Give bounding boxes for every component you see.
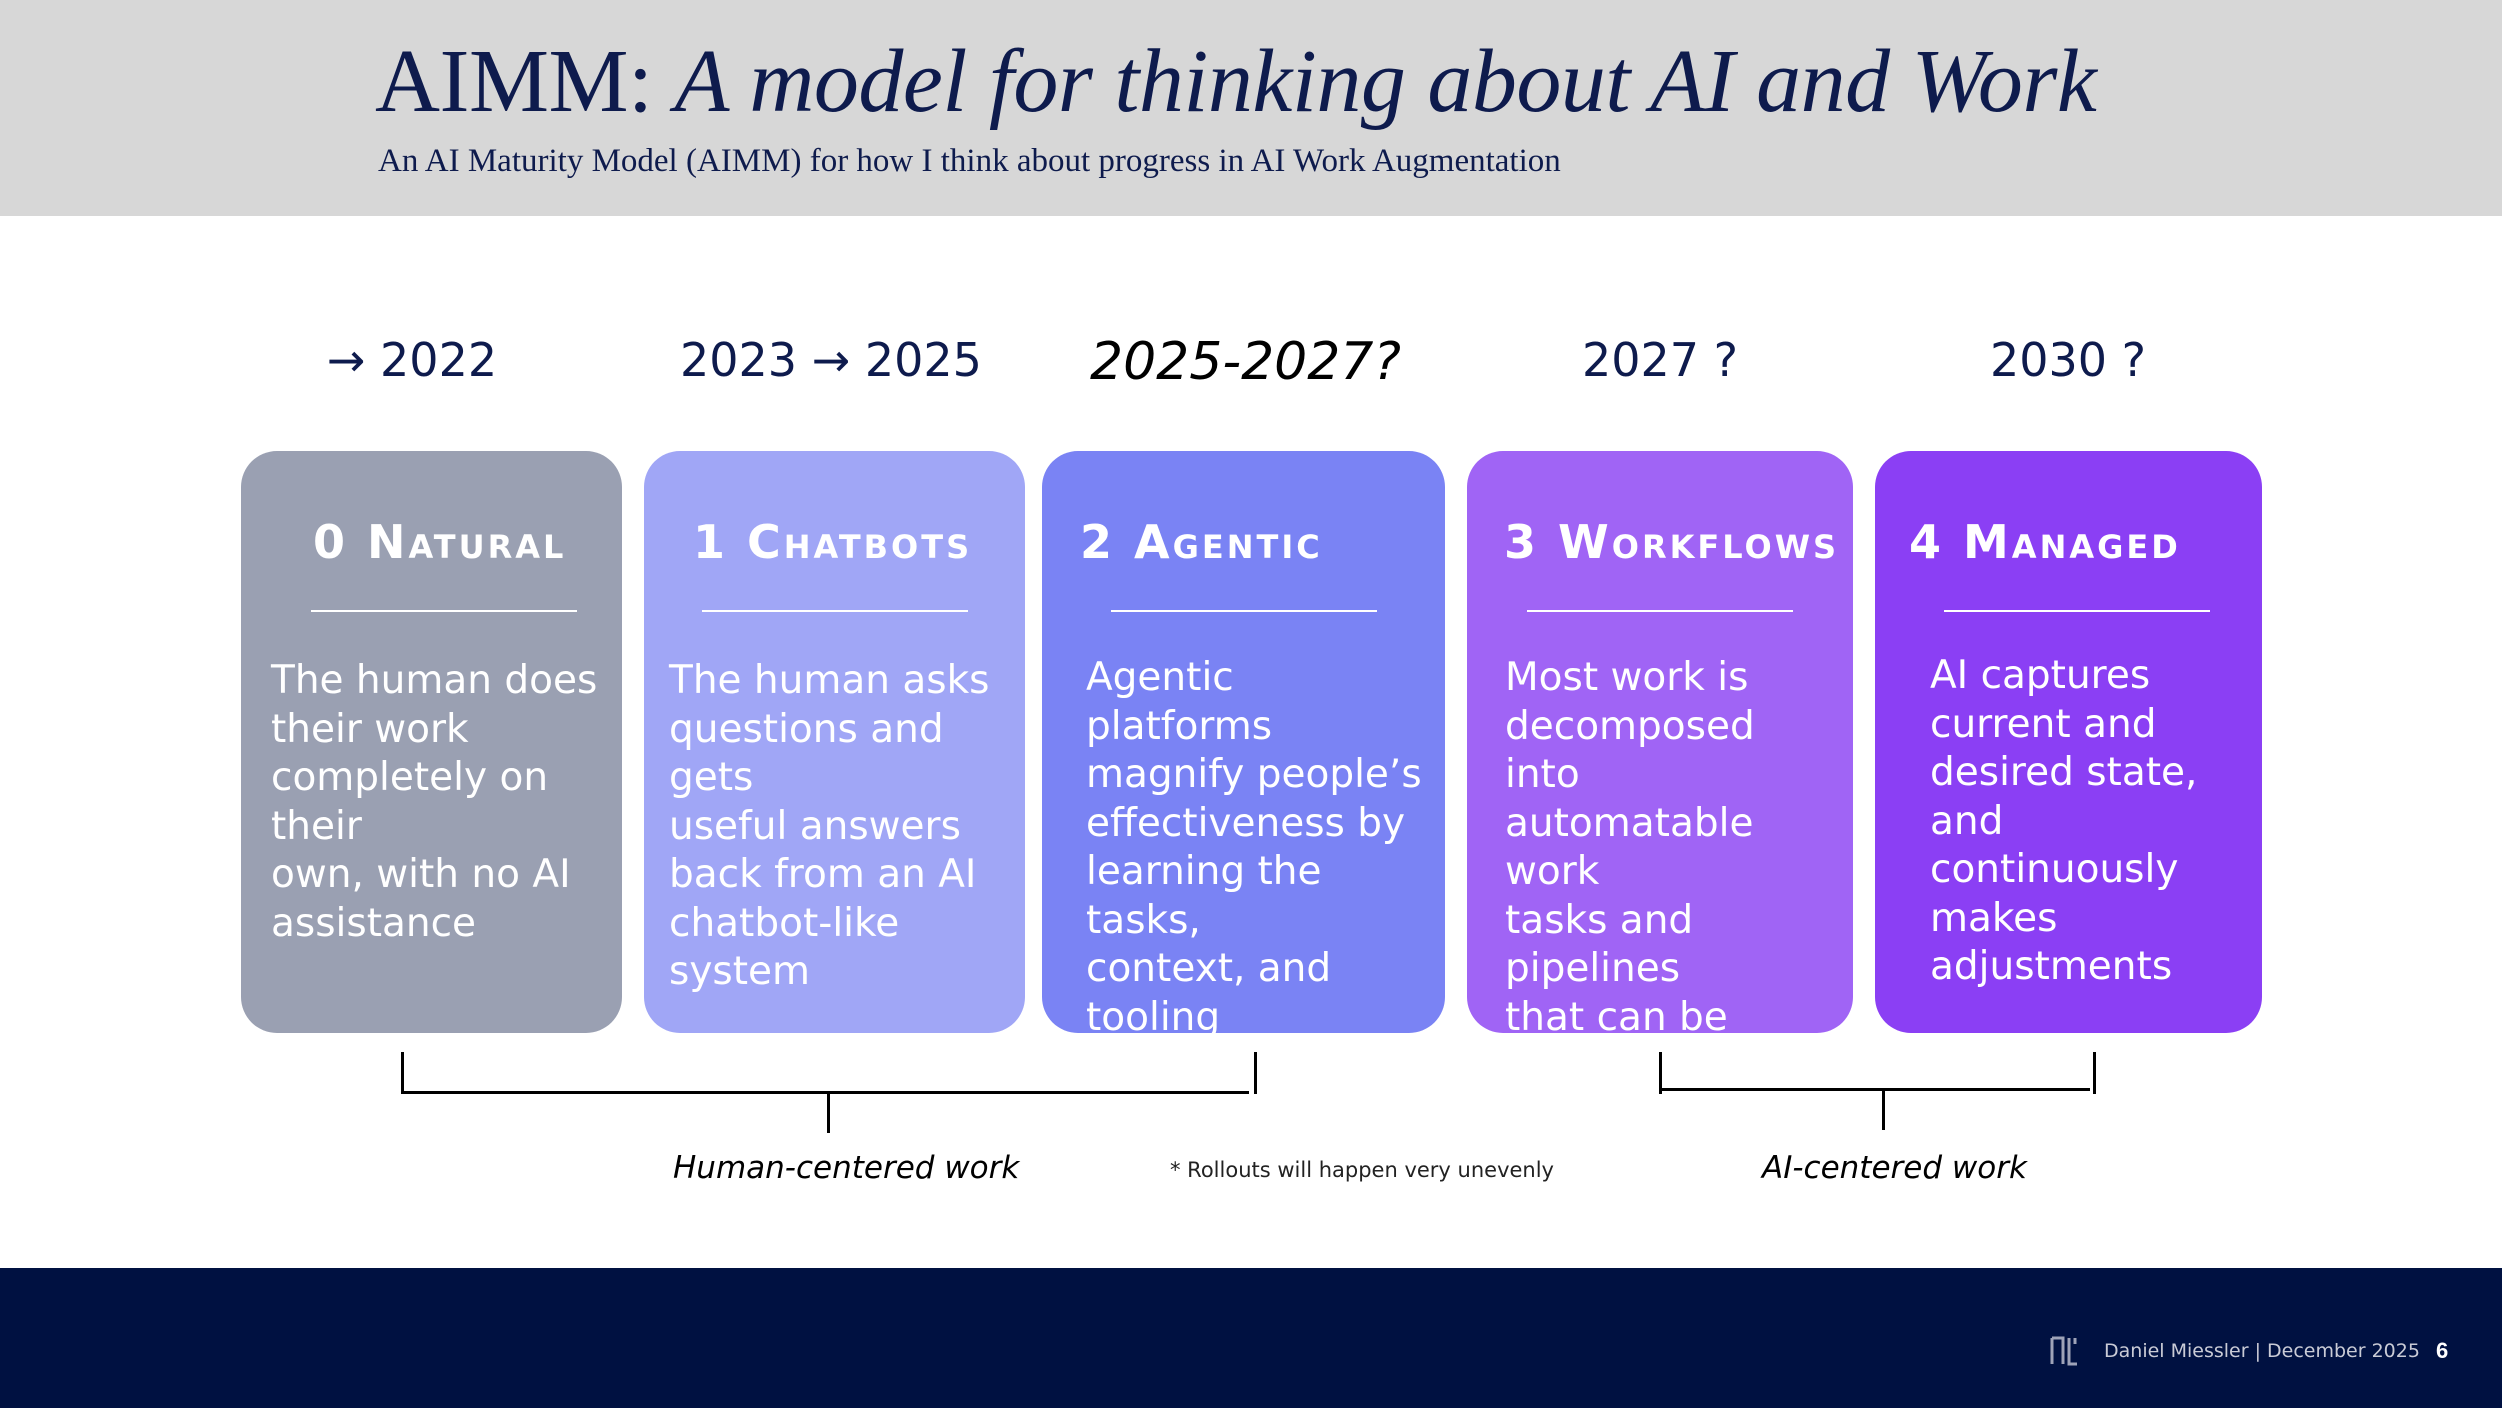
ai-centered-label: AI-centered work	[1762, 1150, 2027, 1186]
human-bracket-bar	[404, 1091, 1249, 1094]
stage-card-chatbots: 1 Chatbots The human asks questions and …	[644, 451, 1025, 1033]
ai-bracket-stem	[1882, 1090, 1885, 1130]
stage-description: Most work is decomposed into automatable…	[1505, 655, 1796, 1137]
footer-band: Daniel Miessler | December 2025 6	[0, 1268, 2502, 1408]
human-bracket-right-tick	[1254, 1052, 1257, 1094]
timeline-label-1: 2023 → 2025	[680, 333, 982, 387]
human-centered-label: Human-centered work	[673, 1150, 1020, 1186]
timeline-label-3: 2027 ?	[1581, 333, 1739, 387]
header-band: AIMM: A model for thinking about AI and …	[0, 0, 2502, 216]
stage-divider	[1111, 610, 1377, 612]
stage-title: 1 Chatbots	[693, 515, 973, 569]
ai-bracket-bar	[1662, 1088, 2090, 1091]
stage-title: 2 Agentic	[1080, 515, 1323, 569]
stage-divider	[1944, 610, 2210, 612]
stage-divider	[702, 610, 968, 612]
timeline-label-0: → 2022	[326, 333, 498, 387]
ai-bracket-left-tick	[1659, 1052, 1662, 1094]
stage-title: 3 Workflows	[1504, 515, 1840, 569]
human-bracket-stem	[827, 1093, 830, 1133]
stage-description: The human asks questions and gets useful…	[669, 658, 990, 994]
stage-title: 0 Natural	[313, 515, 567, 569]
stage-divider	[1527, 610, 1793, 612]
title-italic: A model for thinking about AI and Work	[674, 32, 2097, 131]
dm-logo-icon	[2050, 1336, 2077, 1366]
stage-description: Agentic platforms magnify people’s effec…	[1086, 655, 1422, 1040]
slide-title: AIMM: A model for thinking about AI and …	[375, 30, 2097, 133]
rollout-note: * Rollouts will happen very unevenly	[1170, 1158, 1554, 1182]
stage-card-agentic: 2 Agentic Agentic platforms magnify peop…	[1042, 451, 1445, 1040]
stage-card-workflows: 3 Workflows Most work is decomposed into…	[1467, 451, 1853, 1137]
ai-bracket-right-tick	[2093, 1052, 2096, 1094]
timeline-label-2: 2025-2027?	[1090, 332, 1402, 392]
stage-description: The human does their work completely on …	[271, 658, 598, 946]
stage-description: AI captures current and desired state, a…	[1930, 653, 2198, 989]
stage-card-managed: 4 Managed AI captures current and desire…	[1875, 451, 2262, 1033]
footer-author-date: Daniel Miessler | December 2025	[2104, 1340, 2420, 1362]
slide-subtitle: An AI Maturity Model (AIMM) for how I th…	[378, 143, 1561, 179]
timeline-label-4: 2030 ?	[1989, 333, 2147, 387]
page-number: 6	[2436, 1338, 2449, 1363]
stage-divider	[311, 610, 577, 612]
human-bracket-left-tick	[401, 1052, 404, 1094]
stage-card-natural: 0 Natural The human does their work comp…	[241, 451, 622, 1033]
stage-title: 4 Managed	[1909, 515, 2181, 569]
title-prefix: AIMM:	[375, 32, 675, 131]
